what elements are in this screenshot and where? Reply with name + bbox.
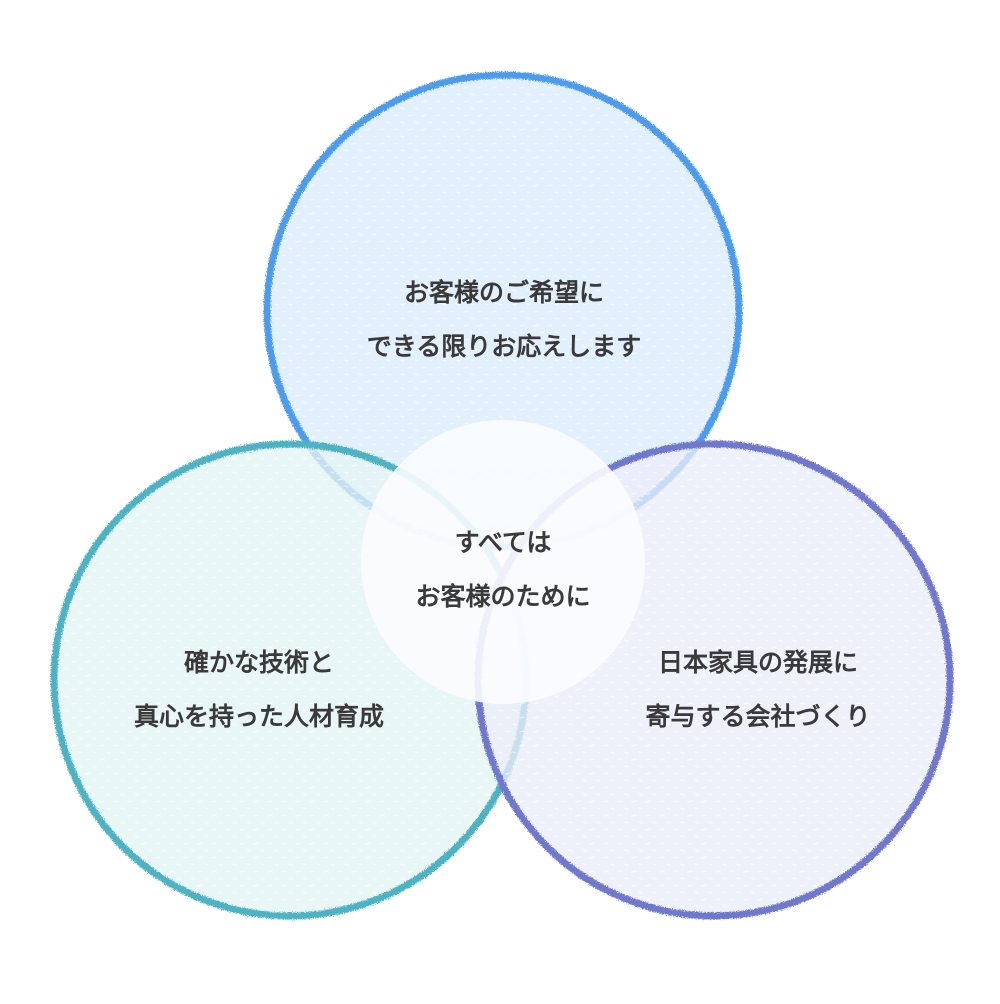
right-label-line-1: 日本家具の発展に <box>657 648 859 677</box>
top-label-line-1: お客様のご希望に <box>403 278 605 307</box>
right-circle-label: 日本家具の発展に 寄与する会社づくり <box>645 636 870 744</box>
left-label-line-1: 確かな技術と <box>183 648 335 677</box>
right-label-line-2: 寄与する会社づくり <box>645 702 871 731</box>
top-circle-label: お客様のご希望に できる限りお応えします <box>367 266 642 374</box>
top-label-line-2: できる限りお応えします <box>366 332 642 361</box>
center-label: すべては お客様のために <box>415 516 590 624</box>
circle-top <box>263 71 743 551</box>
center-label-line-2: お客様のために <box>415 582 591 611</box>
left-circle-label: 確かな技術と 真心を持った人材育成 <box>134 636 384 744</box>
circle-center <box>361 420 645 704</box>
left-label-line-2: 真心を持った人材育成 <box>133 702 385 731</box>
center-label-line-1: すべては <box>454 528 552 557</box>
